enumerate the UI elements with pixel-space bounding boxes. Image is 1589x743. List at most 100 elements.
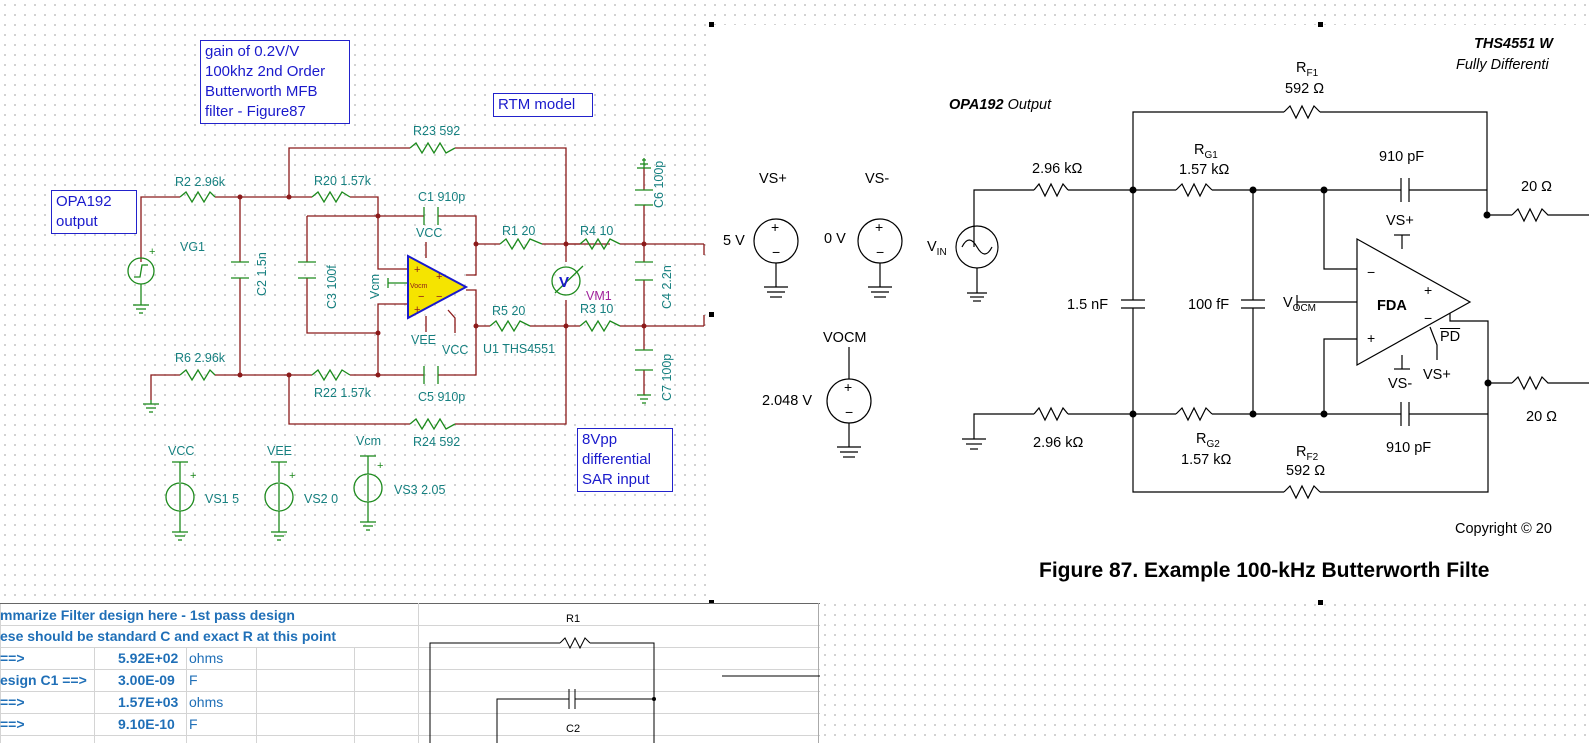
fig-vs-plus-bot: VS+ bbox=[1423, 367, 1451, 383]
sheet-row2[interactable]: ese should be standard C and exact R at … bbox=[0, 628, 337, 644]
svg-text:−: − bbox=[1367, 264, 1375, 280]
label-c5: C5 910p bbox=[418, 390, 466, 404]
label-u1: U1 THS4551 bbox=[483, 342, 556, 356]
label-r1: R1 20 bbox=[502, 224, 536, 238]
fig-vin: VIN bbox=[927, 239, 947, 258]
gain-note-line2: 100khz 2nd Order bbox=[205, 63, 326, 80]
sheet-mini-diagram bbox=[429, 636, 820, 743]
datasheet-figure[interactable]: +− +− +− −+ +− THS4551 W Fully Different… bbox=[712, 25, 1589, 603]
label-r24: R24 592 bbox=[413, 435, 461, 449]
opa-output-line2: output bbox=[56, 213, 98, 230]
label-r6: R6 2.96k bbox=[175, 351, 226, 365]
sheet-row3-value[interactable]: 5.92E+02 bbox=[118, 650, 179, 666]
selection-handle-tl[interactable] bbox=[709, 22, 714, 27]
svg-text:−: − bbox=[845, 404, 853, 420]
fig-opa-output: OPA192 Output bbox=[949, 97, 1051, 113]
vs3-name-label: VS3 2.05 bbox=[394, 483, 446, 497]
selection-handle-bl[interactable] bbox=[709, 600, 714, 605]
fig-opa-output-rest: Output bbox=[1003, 97, 1052, 113]
r2-symbol bbox=[179, 190, 216, 204]
fig-vocm-pin: VOCM bbox=[1283, 295, 1317, 314]
label-vm1: VM1 bbox=[586, 289, 612, 303]
fig-c100: 100 fF bbox=[1188, 297, 1230, 313]
svg-text:−: − bbox=[436, 291, 442, 303]
fig-rf1-value: 592 Ω bbox=[1285, 81, 1325, 97]
sar-input-box: 8Vpp differential SAR input bbox=[577, 428, 673, 492]
vs2-top-label: VEE bbox=[267, 444, 293, 458]
sheet-row4-label[interactable]: esign C1 ==> bbox=[0, 672, 87, 688]
sheet-diagram-c2: C2 bbox=[566, 723, 581, 735]
rtm-model-box: RTM model bbox=[493, 93, 593, 117]
fig-pd: PD bbox=[1440, 329, 1461, 345]
label-c6: C6 100p bbox=[652, 160, 666, 208]
vs1-top-label: VCC bbox=[168, 444, 195, 458]
label-r23: R23 592 bbox=[413, 124, 461, 138]
r20-symbol bbox=[311, 190, 351, 204]
fig-r-out-bot: 20 Ω bbox=[1526, 409, 1557, 425]
fig-r-in-top: 2.96 kΩ bbox=[1032, 161, 1083, 177]
opa-output-line1: OPA192 bbox=[56, 193, 112, 210]
vs2-name-label: VS2 0 bbox=[304, 492, 339, 506]
fig-v0: 0 V bbox=[824, 231, 846, 247]
label-r3: R3 10 bbox=[580, 302, 614, 316]
fig-v5: 5 V bbox=[723, 233, 745, 249]
svg-text:−: − bbox=[876, 244, 884, 260]
fig-rf2-value: 592 Ω bbox=[1286, 463, 1326, 479]
svg-text:−: − bbox=[418, 291, 424, 303]
sheet-row5-value[interactable]: 1.57E+03 bbox=[118, 694, 179, 710]
sheet-row6-label[interactable]: ==> bbox=[0, 716, 25, 732]
sheet-row3-unit[interactable]: ohms bbox=[189, 650, 224, 666]
sar-input-line2: differential bbox=[582, 451, 651, 468]
fig-rf1-name: RF1 bbox=[1296, 60, 1319, 79]
fig-subtitle-right: Fully Differenti bbox=[1456, 57, 1549, 73]
gain-note-line4: filter - Figure87 bbox=[205, 103, 306, 120]
fig-v2048: 2.048 V bbox=[762, 393, 812, 409]
label-c2: C2 1.5n bbox=[255, 252, 269, 296]
selection-handle-bm[interactable] bbox=[1318, 600, 1323, 605]
label-c4: C4 2.2n bbox=[660, 265, 674, 309]
fig-rg2-value: 1.57 kΩ bbox=[1181, 452, 1232, 468]
svg-text:−: − bbox=[1424, 310, 1432, 326]
sheet-row1[interactable]: mmarize Filter design here - 1st pass de… bbox=[0, 607, 295, 623]
fig-title-right: THS4551 W bbox=[1474, 36, 1553, 52]
sheet-row5-label[interactable]: ==> bbox=[0, 694, 25, 710]
selection-handle-ml[interactable] bbox=[709, 312, 714, 317]
fig-caption: Figure 87. Example 100-kHz Butterworth F… bbox=[1039, 559, 1490, 582]
label-c3: C3 100f bbox=[325, 265, 339, 309]
gain-note-line3: Butterworth MFB bbox=[205, 83, 318, 100]
vs1-source bbox=[165, 461, 195, 541]
svg-text:+: + bbox=[377, 460, 383, 472]
label-vee-bot: VEE bbox=[411, 333, 437, 347]
gain-note-line1: gain of 0.2V/V bbox=[205, 43, 300, 60]
fig-rg1-value: 1.57 kΩ bbox=[1179, 162, 1230, 178]
sheet-row3-label[interactable]: ==> bbox=[0, 650, 25, 666]
fig-rg2-name: RG2 bbox=[1196, 431, 1220, 450]
vs1-name-label: VS1 5 bbox=[205, 492, 240, 506]
svg-text:+: + bbox=[289, 470, 295, 482]
fig-vs-minus: VS- bbox=[865, 171, 890, 187]
sar-input-line3: SAR input bbox=[582, 471, 650, 488]
r1-symbol bbox=[499, 237, 543, 251]
fig-r-out-top: 20 Ω bbox=[1521, 179, 1552, 195]
svg-text:+: + bbox=[436, 271, 442, 283]
fig-rg1-name: RG1 bbox=[1194, 142, 1218, 161]
sheet-row6-value[interactable]: 9.10E-10 bbox=[118, 716, 175, 732]
opamp-inner-label: Vocm bbox=[410, 283, 428, 290]
spreadsheet-region[interactable]: mmarize Filter design here - 1st pass de… bbox=[0, 603, 820, 743]
fig-r-in-bot: 2.96 kΩ bbox=[1033, 435, 1084, 451]
sheet-row6-unit[interactable]: F bbox=[189, 716, 198, 732]
label-r22: R22 1.57k bbox=[314, 386, 371, 400]
fig-vs-minus-amp: VS- bbox=[1388, 376, 1413, 392]
label-c7: C7 100p bbox=[660, 353, 674, 401]
selection-handle-tm[interactable] bbox=[1318, 22, 1323, 27]
r24-symbol bbox=[409, 417, 456, 431]
sheet-row4-value[interactable]: 3.00E-09 bbox=[118, 672, 175, 688]
sheet-row4-unit[interactable]: F bbox=[189, 672, 198, 688]
fig-opa-output-bold: OPA192 bbox=[949, 97, 1004, 113]
r3-symbol bbox=[579, 319, 621, 333]
meter-symbol: V bbox=[559, 274, 569, 291]
label-r20: R20 1.57k bbox=[314, 174, 371, 188]
sheet-row5-unit[interactable]: ohms bbox=[189, 694, 224, 710]
svg-text:+: + bbox=[1424, 282, 1432, 298]
fig-fda: FDA bbox=[1377, 298, 1407, 314]
